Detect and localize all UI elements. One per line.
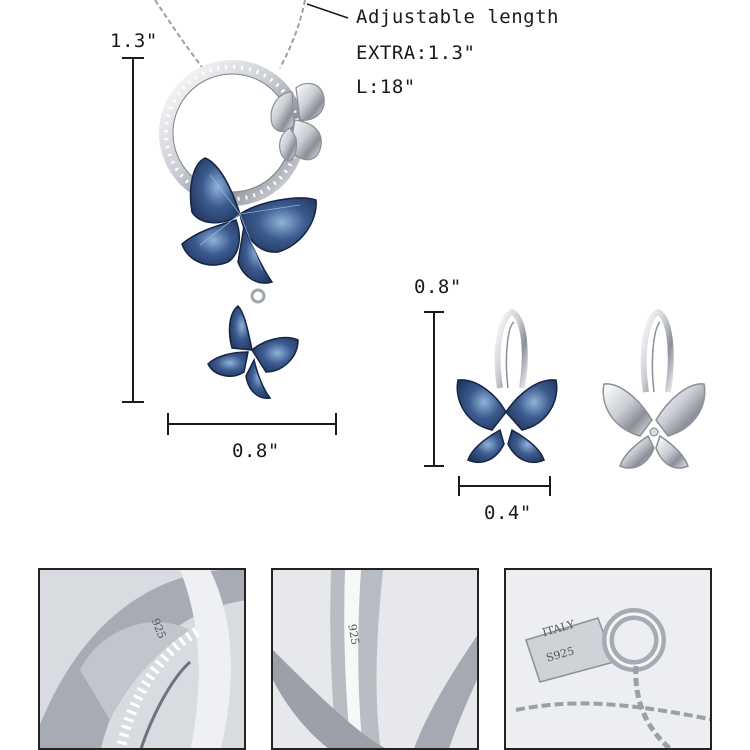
detail-photo-earring-stamp: 925 [271,568,479,750]
pendant-ring [159,60,305,206]
silver-butterfly [270,82,325,162]
earring-width-label: 0.4" [484,502,532,524]
pendant-link [250,288,266,304]
adjustable-length-label: Adjustable length [356,6,559,28]
chain-length-label: L:18" [356,76,416,98]
earring-blue-crystal [456,308,558,464]
earring-height-dimension [424,311,444,467]
product-illustration [122,0,706,496]
pendant-width-dimension [167,413,337,435]
earring-silver-back [602,308,706,469]
pendant-height-label: 1.3" [110,30,158,52]
necklace-chain [154,0,306,76]
pendant-height-dimension [122,57,144,403]
detail-photo-clasp-stamp: ITALY S925 [504,568,712,750]
earring-height-label: 0.8" [414,276,462,298]
blue-crystal-butterfly-small [207,304,299,399]
earring-width-dimension [458,476,551,496]
blue-crystal-butterfly-large [181,157,317,284]
detail-photo-ring-stamp: 925 [38,568,246,750]
extra-length-label: EXTRA:1.3" [356,42,476,64]
pointer-line [306,3,349,19]
pendant-width-label: 0.8" [232,440,280,462]
